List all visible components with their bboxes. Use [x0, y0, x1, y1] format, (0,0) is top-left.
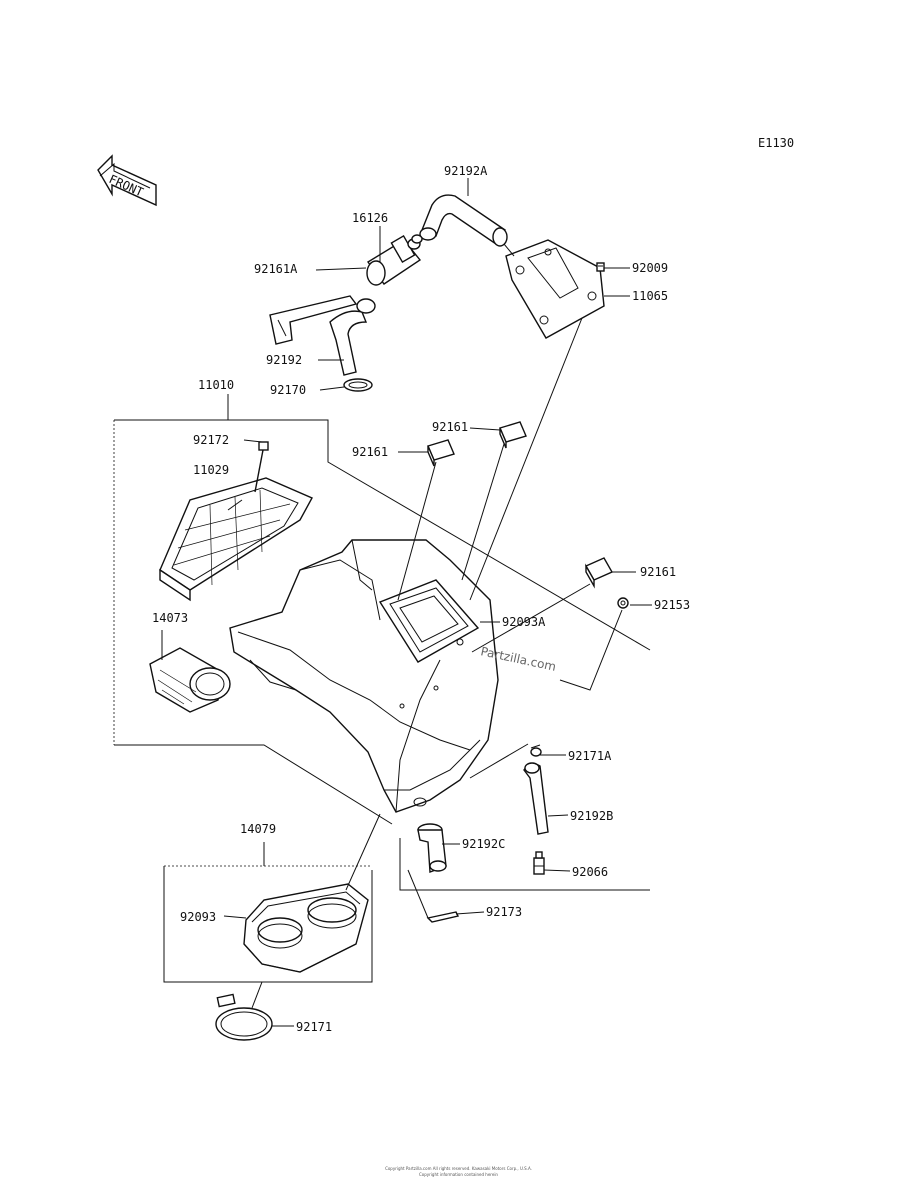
- leader-lines: [113, 178, 652, 1027]
- label-92161-a[interactable]: 92161: [352, 445, 388, 459]
- hose-92192a[interactable]: [419, 194, 508, 247]
- grommet-92153[interactable]: [617, 597, 629, 609]
- front-arrow-icon: FRONT: [97, 154, 157, 207]
- funnel-14073[interactable]: [149, 647, 231, 713]
- plug-92066[interactable]: [533, 851, 545, 875]
- drain-92192c[interactable]: [417, 823, 447, 873]
- bolt-92009[interactable]: [596, 262, 605, 272]
- clip-92173[interactable]: [426, 911, 460, 923]
- label-92093[interactable]: 92093: [180, 910, 216, 924]
- label-92093a[interactable]: 92093A: [502, 615, 546, 629]
- label-11065[interactable]: 11065: [632, 289, 668, 303]
- label-92192b[interactable]: 92192B: [570, 809, 613, 823]
- element-14079-box: [163, 842, 373, 983]
- cover-11065[interactable]: [503, 239, 605, 339]
- label-92161-c[interactable]: 92161: [640, 565, 676, 579]
- clamp-92170[interactable]: [343, 378, 373, 392]
- hose-92192b[interactable]: [523, 762, 549, 835]
- label-92161-b[interactable]: 92161: [432, 420, 468, 434]
- filter-11029[interactable]: [159, 477, 313, 602]
- label-92066[interactable]: 92066: [572, 865, 608, 879]
- label-14079[interactable]: 14079: [240, 822, 276, 836]
- label-92171a[interactable]: 92171A: [568, 749, 612, 763]
- label-11029[interactable]: 11029: [193, 463, 229, 477]
- label-92161a[interactable]: 92161A: [254, 262, 298, 276]
- valve-16126[interactable]: [366, 234, 423, 286]
- hose-92192[interactable]: [329, 298, 376, 376]
- label-92170[interactable]: 92170: [270, 383, 306, 397]
- pad-92161-b[interactable]: [499, 421, 527, 449]
- pad-92161-a[interactable]: [427, 439, 455, 467]
- footer-line-1: Copyright Partzilla.com All rights reser…: [385, 1166, 532, 1171]
- copyright-footer: Copyright Partzilla.com All rights reser…: [0, 1166, 917, 1178]
- label-11010[interactable]: 11010: [198, 378, 234, 392]
- label-92173[interactable]: 92173: [486, 905, 522, 919]
- label-92153[interactable]: 92153: [654, 598, 690, 612]
- element-14079[interactable]: [243, 883, 369, 973]
- label-92009[interactable]: 92009: [632, 261, 668, 275]
- label-92192c[interactable]: 92192C: [462, 837, 505, 851]
- clamp-92171a[interactable]: [530, 744, 542, 757]
- clamp-92171[interactable]: [215, 993, 273, 1041]
- pad-92161-c[interactable]: [585, 557, 613, 589]
- air-cleaner-housing[interactable]: [229, 539, 499, 813]
- label-14073[interactable]: 14073: [152, 611, 188, 625]
- label-16126[interactable]: 16126: [352, 211, 388, 225]
- footer-line-2: Copyright information contained herein: [419, 1172, 498, 1177]
- bracket-92161a[interactable]: [269, 295, 358, 345]
- label-92171[interactable]: 92171: [296, 1020, 332, 1034]
- screw-92172[interactable]: [254, 441, 269, 493]
- label-92192[interactable]: 92192: [266, 353, 302, 367]
- label-92192a[interactable]: 92192A: [444, 164, 488, 178]
- diagram-code: E1130: [758, 136, 794, 150]
- label-92172[interactable]: 92172: [193, 433, 229, 447]
